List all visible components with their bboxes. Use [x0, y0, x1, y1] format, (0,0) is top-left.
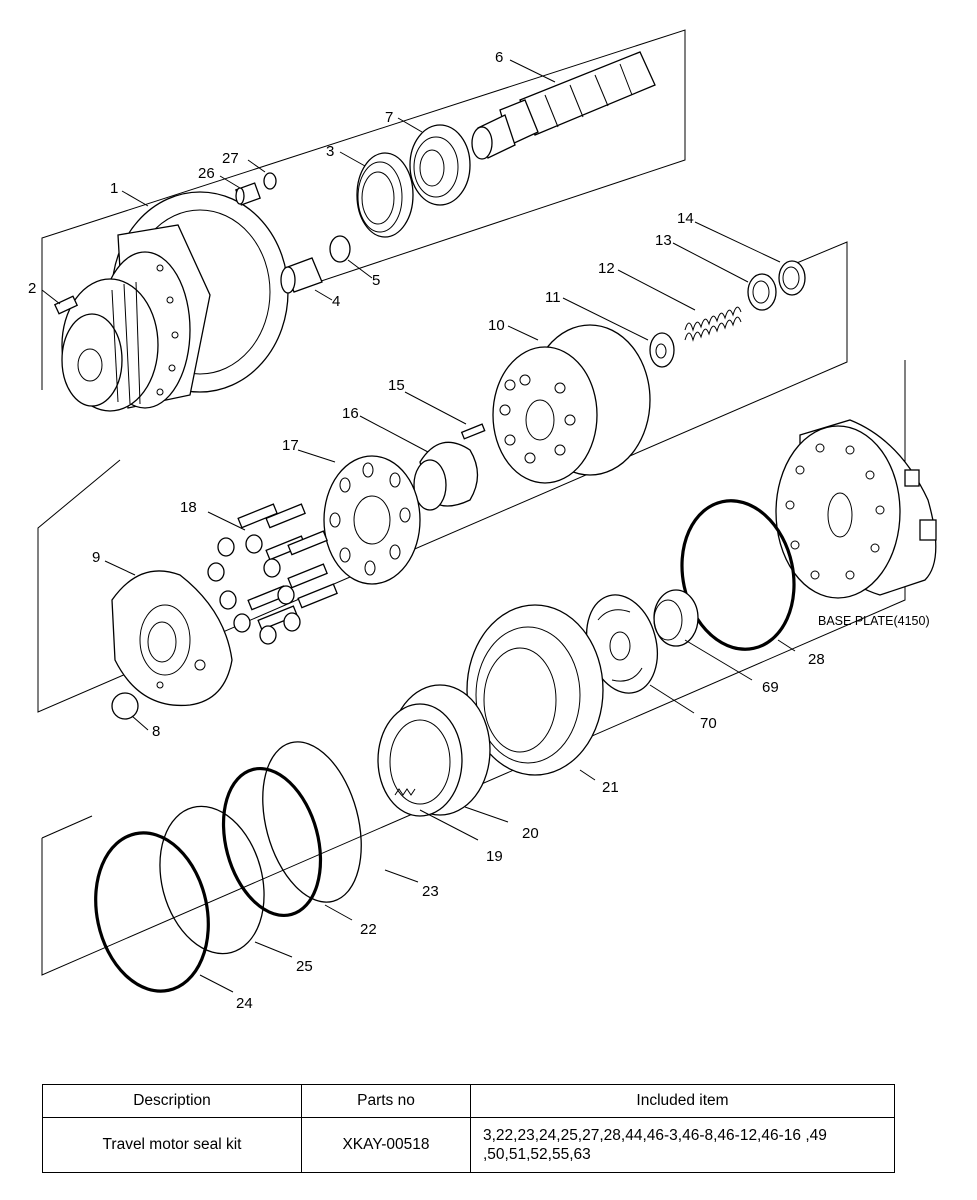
label-5: 5 [372, 272, 380, 289]
label-14: 14 [677, 210, 694, 227]
label-8: 8 [152, 723, 160, 740]
part-2-plug [53, 295, 79, 315]
part-12-spring [684, 306, 742, 342]
part-26-pin [235, 182, 261, 206]
part-6-spline-shaft [471, 51, 656, 160]
label-4: 4 [332, 293, 340, 310]
label-3: 3 [326, 143, 334, 160]
included-line-1: 3,22,23,24,25,27,28,44,46-3,46-8,46-12,4… [483, 1127, 827, 1144]
part-24-oring [94, 831, 210, 993]
cell-description: Travel motor seal kit [42, 1117, 302, 1173]
label-1: 1 [110, 180, 118, 197]
header-parts-no: Parts no [301, 1084, 471, 1118]
label-6: 6 [495, 49, 503, 66]
part-11-washer [649, 332, 675, 368]
part-21-rear-cover [466, 604, 604, 776]
label-24: 24 [236, 995, 253, 1012]
cell-included-item: 3,22,23,24,25,27,28,44,46-3,46-8,46-12,4… [470, 1117, 895, 1173]
label-25: 25 [296, 958, 313, 975]
label-12: 12 [598, 260, 615, 277]
label-16: 16 [342, 405, 359, 422]
part-9-swash-plate [111, 570, 233, 707]
part-19-spring-ring [394, 788, 416, 796]
part-22-oring [221, 766, 323, 918]
part-17-retainer-plate [323, 455, 421, 585]
label-17: 17 [282, 437, 299, 454]
part-69-bearing [653, 589, 699, 647]
label-13: 13 [655, 232, 672, 249]
label-22: 22 [360, 921, 377, 938]
part-5-oring [329, 235, 351, 263]
header-description: Description [42, 1084, 302, 1118]
label-2: 2 [28, 280, 36, 297]
base-plate [775, 419, 937, 599]
label-26: 26 [198, 165, 215, 182]
part-27-ring [263, 172, 277, 190]
label-7: 7 [385, 109, 393, 126]
part-70-valve-plate [586, 594, 658, 694]
part-20-seal-housing [377, 684, 491, 817]
cell-parts-no: XKAY-00518 [301, 1117, 471, 1173]
label-15: 15 [388, 377, 405, 394]
label-27: 27 [222, 150, 239, 167]
label-69: 69 [762, 679, 779, 696]
part-16-spherical-bush [413, 441, 479, 511]
part-18-pistons [207, 503, 338, 645]
part-15-pin [460, 423, 486, 440]
part-8-ball [111, 692, 139, 720]
part-1-flange-hub [61, 191, 289, 412]
seal-kit-table: Description Parts no Included item Trave… [42, 1084, 895, 1173]
label-21: 21 [602, 779, 619, 796]
part-3-bearing [356, 152, 414, 238]
group-frames [37, 29, 906, 976]
header-included-item: Included item [470, 1084, 895, 1118]
part-7-ball-bearing [409, 124, 471, 206]
part-10-cylinder-block [492, 324, 651, 484]
label-19: 19 [486, 848, 503, 865]
label-23: 23 [422, 883, 439, 900]
label-9: 9 [92, 549, 100, 566]
label-70: 70 [700, 715, 717, 732]
label-18: 18 [180, 499, 197, 516]
table-header-row: Description Parts no Included item [42, 1084, 895, 1118]
label-11: 11 [545, 289, 561, 306]
part-labels: 1 2 3 4 5 6 7 8 9 10 11 12 13 14 15 16 1… [28, 49, 930, 1012]
table-row: Travel motor seal kit XKAY-00518 3,22,23… [42, 1117, 895, 1173]
label-20: 20 [522, 825, 539, 842]
part-4-sleeve [280, 257, 323, 294]
leader-lines [41, 59, 796, 993]
label-28: 28 [808, 651, 825, 668]
part-14-snap-ring [778, 260, 806, 296]
exploded-parts-diagram: 1 2 3 4 5 6 7 8 9 10 11 12 13 14 15 16 1… [28, 29, 937, 1012]
part-28-oring [680, 499, 796, 651]
label-10: 10 [488, 317, 505, 334]
part-25-oring [159, 805, 265, 955]
part-23-oring [262, 741, 362, 903]
included-line-2: ,50,51,52,55,63 [483, 1146, 591, 1163]
label-base-plate: BASE PLATE(4150) [818, 614, 930, 628]
part-13-ring [747, 273, 777, 311]
